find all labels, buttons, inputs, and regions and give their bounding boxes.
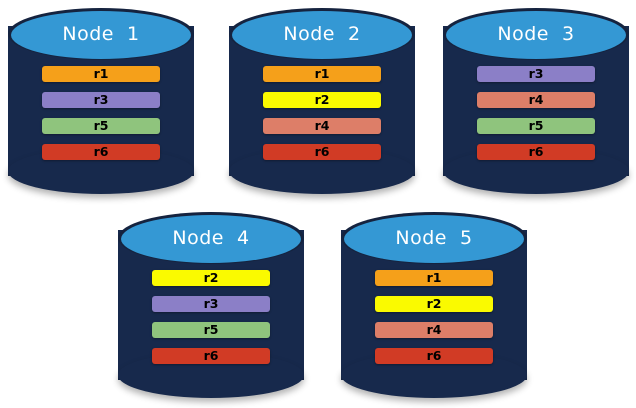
cylinder-top-ellipse — [121, 215, 301, 263]
cylinder-top-ellipse — [344, 215, 524, 263]
replica-chip[interactable]: r4 — [375, 322, 493, 338]
node-label: Node 4 — [172, 227, 250, 249]
cylinder-top-ellipse — [11, 11, 191, 59]
replica-chip[interactable]: r5 — [477, 118, 595, 134]
replica-chip[interactable]: r5 — [152, 322, 270, 338]
cylinder-top-ellipse — [232, 11, 412, 59]
replica-chip[interactable]: r1 — [375, 270, 493, 286]
node-label: Node 2 — [283, 23, 361, 45]
replica-chip[interactable]: r2 — [375, 296, 493, 312]
replica-chip[interactable]: r2 — [152, 270, 270, 286]
replica-chip[interactable]: r2 — [263, 92, 381, 108]
replica-list: r3 r4 r5 r6 — [443, 66, 629, 160]
node-cylinder-2[interactable]: Node 2 r1 r2 r4 r6 — [229, 8, 415, 194]
replica-list: r1 r2 r4 r6 — [341, 270, 527, 364]
replica-list: r2 r3 r5 r6 — [118, 270, 304, 364]
replica-list: r1 r3 r5 r6 — [8, 66, 194, 160]
node-cylinder-5[interactable]: Node 5 r1 r2 r4 r6 — [341, 212, 527, 398]
node-label: Node 1 — [62, 23, 140, 45]
replica-list: r1 r2 r4 r6 — [229, 66, 415, 160]
node-cylinder-4[interactable]: Node 4 r2 r3 r5 r6 — [118, 212, 304, 398]
replica-chip[interactable]: r3 — [152, 296, 270, 312]
replica-chip[interactable]: r6 — [152, 348, 270, 364]
replica-chip[interactable]: r6 — [263, 144, 381, 160]
node-cylinder-1[interactable]: Node 1 r1 r3 r5 r6 — [8, 8, 194, 194]
node-label: Node 5 — [395, 227, 473, 249]
replica-chip[interactable]: r6 — [375, 348, 493, 364]
replica-chip[interactable]: r3 — [477, 66, 595, 82]
replica-chip[interactable]: r6 — [42, 144, 160, 160]
replica-chip[interactable]: r4 — [263, 118, 381, 134]
replica-chip[interactable]: r3 — [42, 92, 160, 108]
replica-chip[interactable]: r5 — [42, 118, 160, 134]
replica-chip[interactable]: r4 — [477, 92, 595, 108]
node-label: Node 3 — [497, 23, 575, 45]
replica-chip[interactable]: r1 — [42, 66, 160, 82]
node-cylinder-3[interactable]: Node 3 r3 r4 r5 r6 — [443, 8, 629, 194]
cylinder-top-ellipse — [446, 11, 626, 59]
replica-chip[interactable]: r1 — [263, 66, 381, 82]
replica-chip[interactable]: r6 — [477, 144, 595, 160]
